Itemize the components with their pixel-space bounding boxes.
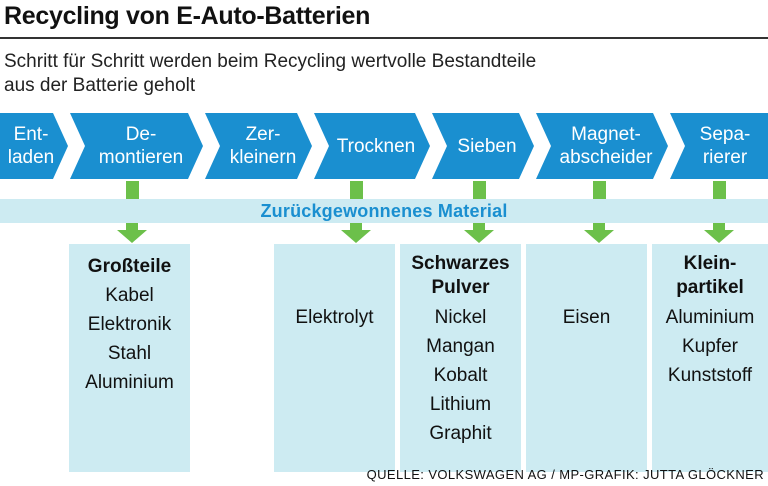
step-label-line: Sepa- [699, 124, 751, 145]
output-item: Stahl [107, 343, 152, 364]
output-box-kleinpartikel: Klein- partikel Aluminium Kupfer Kunstst… [652, 244, 768, 472]
output-heading: partikel [676, 277, 744, 298]
step-label-line: montieren [98, 147, 184, 168]
step-label-line: De- [125, 124, 157, 145]
output-item: Kobalt [433, 365, 488, 386]
output-box-elektrolyt: Elektrolyt [274, 244, 395, 472]
step-label-magnetabscheider: Magnet- abscheider [551, 113, 661, 179]
output-box-grossteile: Großteile Kabel Elektronik Stahl Alumini… [69, 244, 190, 472]
step-label-line: laden [7, 147, 55, 168]
source-credit: QUELLE: VOLKSWAGEN AG / MP-GRAFIK: JUTTA… [366, 467, 764, 482]
down-arrow-icon [584, 223, 614, 243]
output-item: Elektronik [87, 314, 172, 335]
step-label-line: Trocknen [336, 135, 416, 157]
output-heading: Schwarzes [411, 253, 510, 274]
process-steps [0, 113, 768, 179]
step-chevron-magnetabscheider [536, 113, 668, 179]
output-item: Aluminium [85, 372, 174, 393]
output-box-schwarzes-pulver: Schwarzes Pulver Nickel Mangan Kobalt Li… [400, 244, 521, 472]
output-item: Graphit [429, 423, 492, 444]
subtitle-line-2: aus der Batterie geholt [4, 75, 196, 96]
output-heading: Pulver [431, 277, 490, 298]
material-band: Zurückgewonnenes Material [0, 199, 768, 223]
connector-demontieren [126, 181, 139, 199]
step-label-line: Ent- [13, 124, 49, 145]
step-chevron-demontieren [70, 113, 203, 179]
subtitle: Schritt für Schritt werden beim Recyclin… [4, 50, 724, 98]
output-item: Kupfer [682, 336, 738, 357]
title: Recycling von E-Auto-Batterien [4, 2, 371, 30]
output-item: Lithium [429, 394, 492, 415]
connector-separierer [713, 181, 726, 199]
connector-magnetabscheider [593, 181, 606, 199]
step-label-line: kleinern [229, 147, 297, 168]
step-chevron-trocknen [314, 113, 430, 179]
output-item: Kunststoff [667, 365, 753, 386]
subtitle-line-1: Schritt für Schritt werden beim Recyclin… [4, 51, 537, 72]
material-band-label: Zurückgewonnenes Material [260, 200, 508, 221]
down-arrow-icon [117, 223, 147, 243]
step-label-zerkleinern: Zer- kleinern [220, 113, 306, 179]
down-arrow-icon [704, 223, 734, 243]
step-label-demontieren: De- montieren [85, 113, 197, 179]
connector-trocknen [350, 181, 363, 199]
output-item: Eisen [562, 307, 611, 328]
output-heading: Großteile [87, 256, 172, 277]
step-chevron-separierer [670, 113, 768, 179]
step-chevron-sieben [432, 113, 534, 179]
output-item: Mangan [426, 336, 495, 357]
step-label-line: Zer- [245, 124, 281, 145]
step-label-line: abscheider [559, 147, 653, 168]
down-arrow-icon [341, 223, 371, 243]
connector-sieben [473, 181, 486, 199]
down-arrow-icon [464, 223, 494, 243]
step-label-sieben: Sieben [447, 113, 527, 179]
step-label-line: rierer [702, 147, 748, 168]
step-label-line: Magnet- [571, 124, 641, 145]
step-label-trocknen: Trocknen [329, 113, 423, 179]
output-item: Nickel [434, 307, 487, 328]
output-item: Kabel [105, 285, 154, 306]
step-chevron-zerkleinern [205, 113, 312, 179]
output-box-eisen: Eisen [526, 244, 647, 472]
output-heading: Klein- [683, 253, 737, 274]
output-item: Elektrolyt [295, 307, 374, 328]
step-chevron-entladen [0, 113, 68, 179]
title-divider [0, 37, 768, 39]
step-label-separierer: Sepa- rierer [685, 113, 765, 179]
step-label-line: Sieben [457, 135, 517, 157]
step-label-entladen: Ent- laden [0, 113, 62, 179]
output-item: Aluminium [665, 307, 755, 328]
